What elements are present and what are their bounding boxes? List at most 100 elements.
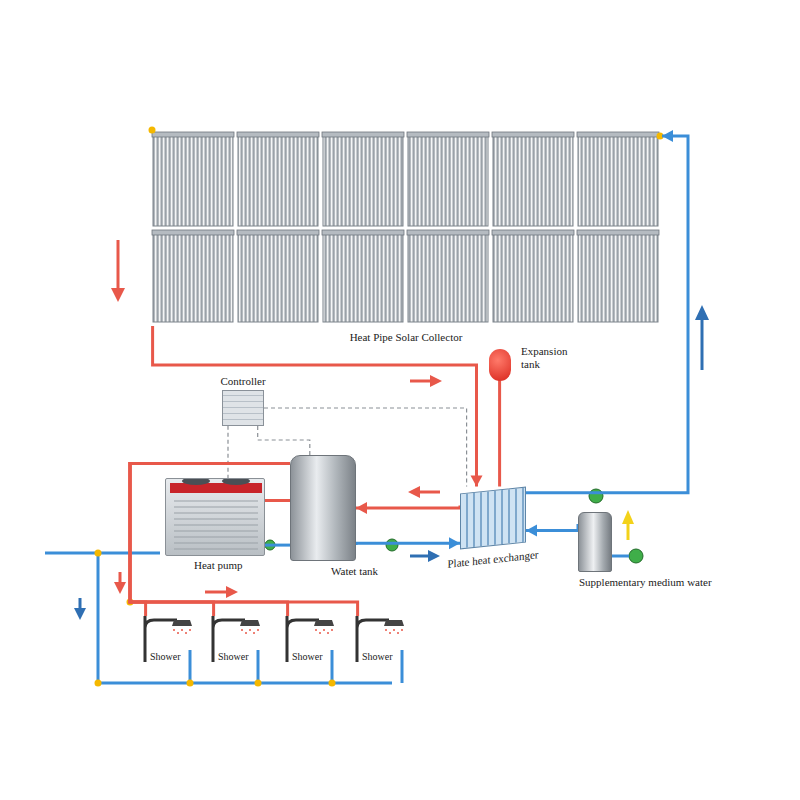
pipe-line [265,544,290,547]
node-label: Shower [218,651,249,663]
pipe-connector [499,381,500,487]
arrow-head [449,537,460,549]
node-label: Shower [150,651,181,663]
cold-water-pipes [45,553,402,683]
collector-tubes [408,136,488,226]
pipe-line [356,505,460,508]
grille [174,543,258,544]
collector-tubes [153,136,233,226]
shower: Shower [282,616,338,664]
shower-rose [314,620,334,626]
flow-arrows [74,240,709,620]
collector-tubes [323,234,403,322]
collector-tubes [408,234,488,322]
collector-header [152,132,234,137]
expansion-tank: Expansion tank [489,349,511,381]
collector-header [407,132,489,137]
node-label: Controller [220,375,265,388]
water-drop [241,629,243,631]
brand-plate [170,483,262,493]
fan [222,479,250,485]
water-drop [173,629,175,631]
pipe-connector [258,426,310,455]
collector-header [492,230,574,235]
shower: Shower [208,616,264,664]
pipe-line [265,499,290,503]
arrow-head [356,502,367,514]
arrow-head [526,525,537,537]
node-label: Heat pump [194,559,243,572]
pipe-line [258,426,310,455]
water-drop [389,632,391,634]
water-drop [249,629,251,631]
grille [174,513,258,514]
water-drop [319,632,321,634]
water-drop [397,632,399,634]
water-drop [315,629,317,631]
collector-header [492,132,574,137]
plate-heat-exchanger: Plate heat exchanger [460,487,526,550]
shower: Shower [140,616,196,664]
collector-tubes [238,234,318,322]
pipe-line [498,381,501,487]
collector-header [322,230,404,235]
water-drop [245,632,247,634]
grille [174,525,258,526]
pipe-line [130,464,290,617]
water-drop [189,629,191,631]
water-drop [323,629,325,631]
collector-panels [152,132,659,322]
heat-pump-fan [166,479,266,557]
controller-box: Controller [222,390,264,426]
shower-rose [172,620,192,626]
water-drop [185,632,187,634]
collector-tubes [578,234,658,322]
solar-collector: Heat Pipe Solar Collector [150,128,662,326]
node-label: Watet tank [331,565,378,578]
grille [174,537,258,538]
grille [174,531,258,532]
collector-header [577,132,659,137]
water-drop [253,632,255,634]
grille [174,501,258,502]
pipe-connector [228,426,229,478]
arrow-head [662,130,673,142]
heat-pump: Heat pump [165,478,265,556]
collector-header [237,230,319,235]
pipe-connector [265,500,290,502]
collector-tubes [493,136,573,226]
junction-dots [95,127,664,687]
arrow-head [471,476,483,487]
node-label: Expansion tank [521,345,581,370]
grille [174,507,258,508]
node-label: Plate heat exchanger [447,548,538,570]
shower: Shower [352,616,408,664]
water-drop [401,629,403,631]
pipe-connector [265,545,290,546]
water-drop [393,629,395,631]
shower-rose [384,620,404,626]
collector-header [152,230,234,235]
pipe-connector [526,524,578,537]
collector-tubes [323,136,403,226]
pipe-line [227,426,229,478]
pipe-line [526,136,688,493]
node-label: Shower [362,651,393,663]
collector-tubes [153,234,233,322]
water-drop [385,629,387,631]
pipe-connector [130,464,290,617]
water-drop [331,629,333,631]
fan [182,479,210,485]
collector-header [322,132,404,137]
pipe-line [130,464,290,617]
pipe-connector [356,502,460,514]
node-label: Shower [292,651,323,663]
collector-tubes [238,136,318,226]
node-label: Supplementary medium water [579,576,712,589]
pipe-connector [130,464,290,617]
grille [174,519,258,520]
supplementary-tank: Supplementary medium water [578,512,612,572]
pipe-connector [526,130,688,493]
